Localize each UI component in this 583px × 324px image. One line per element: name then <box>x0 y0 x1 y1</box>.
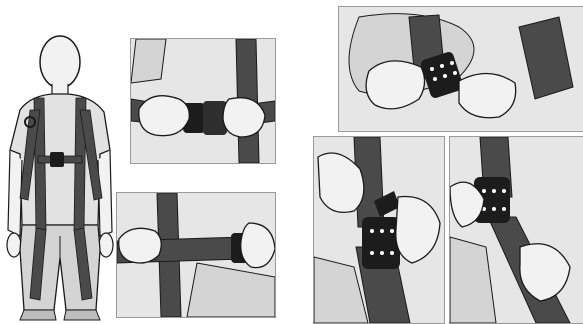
left-hand <box>119 228 162 263</box>
panel-chest-buckle <box>130 38 276 164</box>
worker-head <box>40 36 80 88</box>
panel-leg-strap-buckle <box>116 192 276 318</box>
left-hand <box>139 96 189 136</box>
worker-left-arm <box>8 150 22 236</box>
chest-buckle-icon <box>50 152 64 167</box>
panel-leg-buckle-left <box>313 136 445 324</box>
panel-buckle-insert <box>338 6 583 132</box>
right-hand <box>241 223 275 268</box>
worker-figure <box>0 0 130 324</box>
right-hand <box>459 73 516 117</box>
left-hand <box>366 61 424 109</box>
right-hand <box>396 197 440 263</box>
leg-buckle-icon <box>362 217 400 269</box>
panel-leg-buckle-right <box>449 136 583 324</box>
worker-right-hand <box>99 233 113 257</box>
worker-left-hand <box>7 233 21 257</box>
